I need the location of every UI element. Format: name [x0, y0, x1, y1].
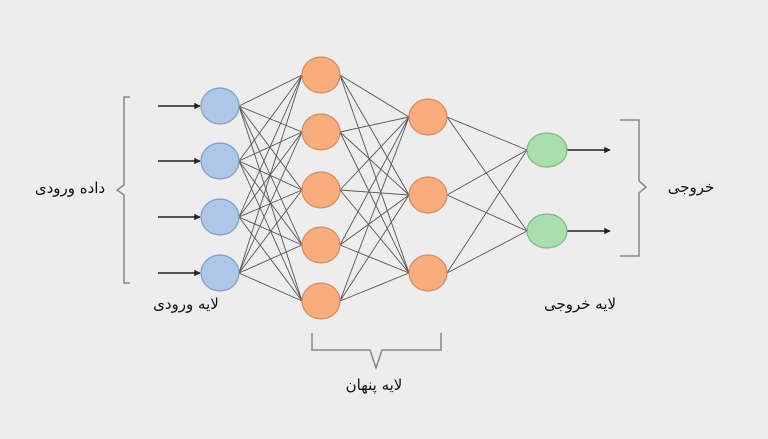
edge-hidden-1-2-to-hidden-2-0: [339, 116, 410, 191]
edge-hidden-1-3-to-hidden-2-2: [339, 244, 410, 274]
edge-input-3-to-hidden-1-1: [238, 131, 303, 274]
edge-hidden-1-3-to-hidden-2-1: [339, 194, 410, 246]
edge-hidden-1-2-to-hidden-2-1: [339, 189, 410, 196]
output-node-1: [526, 213, 568, 249]
connections: [238, 74, 528, 302]
edge-input-1-to-hidden-1-0: [238, 74, 303, 162]
edge-hidden-1-4-to-hidden-2-2: [339, 272, 410, 302]
edge-input-3-to-hidden-1-4: [238, 272, 303, 302]
input-layer-label: لایه ورودی: [153, 295, 219, 313]
edge-hidden-1-0-to-hidden-2-1: [339, 74, 410, 196]
hidden-2-node-1: [408, 176, 448, 214]
edge-input-2-to-hidden-1-0: [238, 74, 303, 218]
output-label: خروجی: [668, 178, 715, 196]
edge-input-0-to-hidden-1-0: [238, 74, 303, 107]
input-node-3: [200, 254, 240, 292]
input-node-0: [200, 87, 240, 125]
edge-hidden-1-2-to-hidden-2-2: [339, 189, 410, 274]
edge-hidden-1-4-to-hidden-2-0: [339, 116, 410, 302]
output-bracket: [620, 119, 648, 257]
edge-hidden-2-1-to-output-0: [446, 149, 528, 196]
output-layer-label: لایه خروجی: [544, 295, 616, 313]
input-node-2: [200, 198, 240, 236]
input-data-bracket: [115, 96, 130, 284]
input-node-1: [200, 142, 240, 180]
hidden-layer-label: لایه پنهان: [346, 376, 403, 395]
hidden-1-node-4: [301, 282, 341, 320]
edge-hidden-1-1-to-hidden-2-0: [339, 116, 410, 133]
edge-hidden-1-1-to-hidden-2-2: [339, 131, 410, 274]
hidden-1-node-0: [301, 56, 341, 94]
edge-hidden-1-0-to-hidden-2-2: [339, 74, 410, 274]
edge-input-3-to-hidden-1-0: [238, 74, 303, 274]
edge-hidden-2-1-to-output-1: [446, 194, 528, 232]
edge-hidden-2-2-to-output-1: [446, 230, 528, 274]
hidden-layer-bracket: [311, 333, 442, 371]
edge-hidden-2-0-to-output-0: [446, 116, 528, 151]
edge-input-0-to-hidden-1-1: [238, 105, 303, 133]
edge-hidden-2-0-to-output-1: [446, 116, 528, 232]
edge-hidden-2-2-to-output-0: [446, 149, 528, 274]
edge-hidden-1-3-to-hidden-2-0: [339, 116, 410, 246]
edge-hidden-1-0-to-hidden-2-0: [339, 74, 410, 118]
edge-hidden-1-1-to-hidden-2-1: [339, 131, 410, 196]
nodes: [200, 56, 568, 320]
hidden-1-node-1: [301, 113, 341, 151]
edge-input-1-to-hidden-1-2: [238, 160, 303, 191]
hidden-2-node-2: [408, 254, 448, 292]
hidden-1-node-3: [301, 226, 341, 264]
io-arrows: [158, 102, 611, 277]
hidden-1-node-2: [301, 171, 341, 209]
edge-hidden-1-4-to-hidden-2-1: [339, 194, 410, 302]
hidden-2-node-0: [408, 98, 448, 136]
edge-input-3-to-hidden-1-2: [238, 189, 303, 274]
edge-input-0-to-hidden-1-2: [238, 105, 303, 191]
input-data-label: داده ورودی: [35, 179, 105, 197]
output-node-0: [526, 132, 568, 168]
edge-input-3-to-hidden-1-3: [238, 244, 303, 274]
